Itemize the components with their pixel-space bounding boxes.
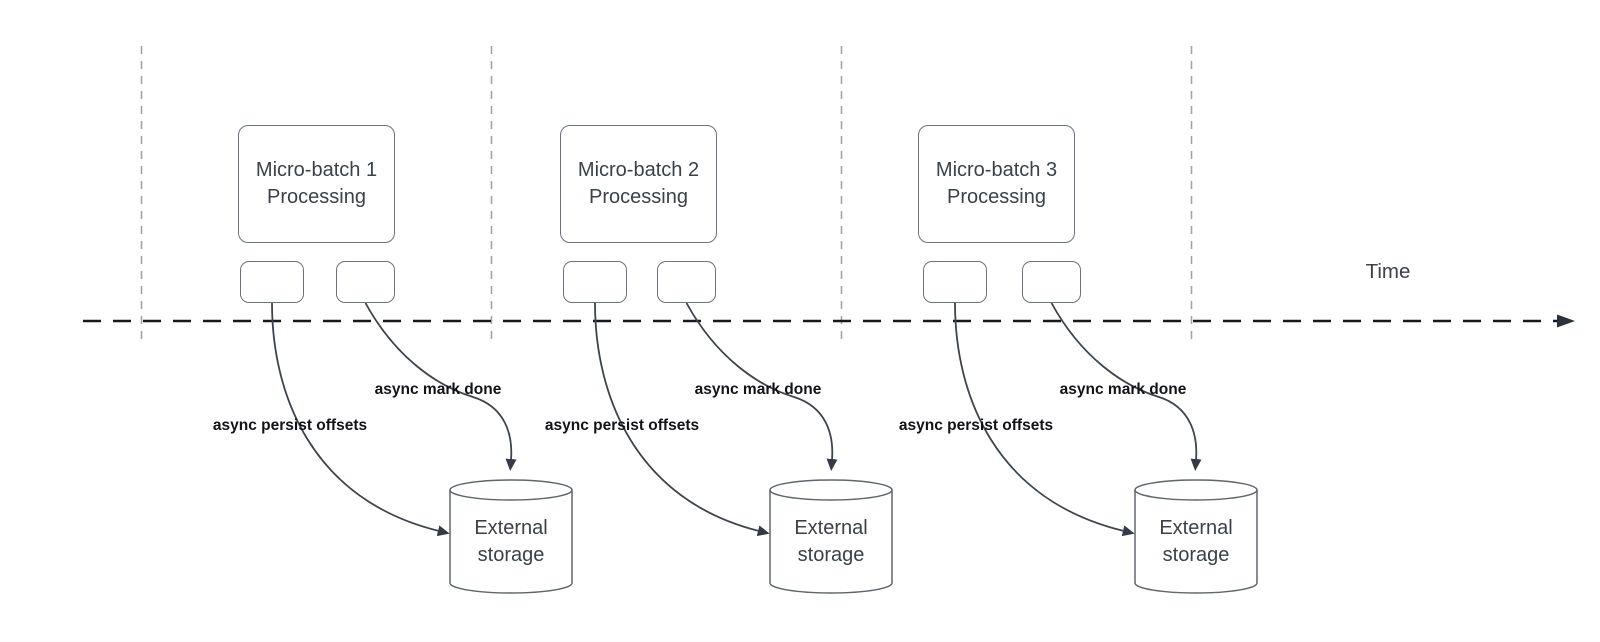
external-storage-label-3-line2: storage: [1162, 544, 1230, 566]
async-mark-done-label-2: async mark done: [694, 381, 822, 398]
external-storage-label-1: External storage: [450, 515, 572, 569]
external-storage-label-1-line1: External: [474, 517, 548, 539]
storage-cylinder-top-3: [1134, 489, 1258, 501]
storage-cylinder-3: [1134, 479, 1258, 594]
async-persist-offsets-label-1: async persist offsets: [212, 417, 368, 434]
micro-batch-1-title: Micro-batch 1: [255, 159, 378, 181]
async-mark-done-label-3: async mark done: [1059, 381, 1187, 398]
storage-cylinder-top-2: [769, 489, 893, 501]
persist-offsets-arrow-2: [594, 302, 770, 537]
external-storage-label-1-line2: storage: [477, 544, 545, 566]
micro-batch-3-processing-box: Micro-batch 3 Processing: [918, 125, 1075, 243]
persist-offsets-task-box-2: [563, 261, 627, 303]
micro-batch-1-processing-box: Micro-batch 1 Processing: [238, 125, 395, 243]
micro-batch-1-subtitle: Processing: [267, 186, 366, 208]
storage-cylinder-top-1: [449, 489, 573, 501]
external-storage-label-2-line2: storage: [797, 544, 865, 566]
mark-done-arrow-1: [364, 302, 517, 471]
persist-offsets-arrow-3: [954, 302, 1135, 537]
persist-offsets-task-box-1: [240, 261, 304, 303]
storage-cylinder-1: [449, 479, 573, 594]
micro-batch-3-title: Micro-batch 3: [935, 159, 1058, 181]
time-axis-label: Time: [1365, 260, 1411, 283]
persist-offsets-arrow-1: [271, 302, 450, 537]
external-storage-label-2-line1: External: [794, 517, 868, 539]
mark-done-arrow-2: [685, 302, 838, 471]
mark-done-arrow-3: [1050, 302, 1202, 471]
mark-done-task-box-3: [1022, 261, 1081, 303]
mark-done-task-box-2: [657, 261, 716, 303]
micro-batch-2-processing-box: Micro-batch 2 Processing: [560, 125, 717, 243]
micro-batch-2-title: Micro-batch 2: [577, 159, 700, 181]
external-storage-label-2: External storage: [770, 515, 892, 569]
async-mark-done-label-1: async mark done: [374, 381, 502, 398]
micro-batch-3-subtitle: Processing: [947, 186, 1046, 208]
storage-cylinder-2: [769, 479, 893, 594]
async-persist-offsets-label-2: async persist offsets: [544, 417, 700, 434]
async-persist-offsets-label-3: async persist offsets: [898, 417, 1054, 434]
micro-batch-2-subtitle: Processing: [589, 186, 688, 208]
persist-offsets-task-box-3: [923, 261, 987, 303]
external-storage-label-3: External storage: [1135, 515, 1257, 569]
external-storage-label-3-line1: External: [1159, 517, 1233, 539]
mark-done-task-box-1: [336, 261, 395, 303]
